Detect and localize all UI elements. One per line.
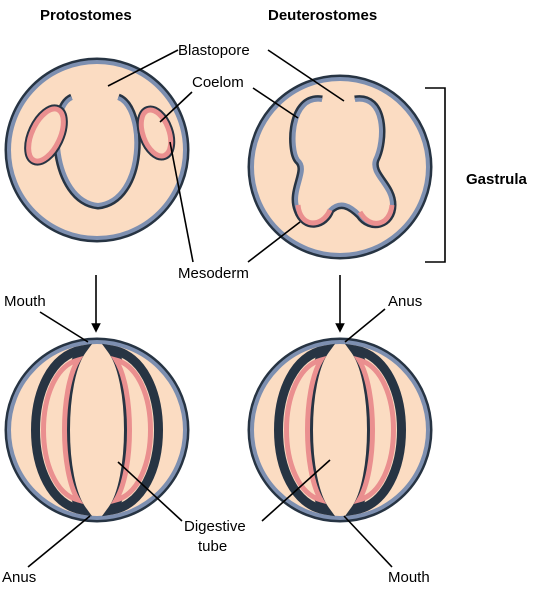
anus-label-deuterostome: Anus xyxy=(388,293,422,310)
protostome-digestive-tube xyxy=(4,337,190,523)
mesoderm-leader-right xyxy=(247,221,301,263)
digestive-tube-label-line2: tube xyxy=(198,538,227,555)
gastrula-bracket xyxy=(425,87,446,263)
mouth-leader-protostome xyxy=(39,311,89,343)
blastopore-leader-left xyxy=(107,49,179,87)
protostome-gastrula xyxy=(4,57,190,243)
mouth-label-deuterostome: Mouth xyxy=(388,569,430,586)
blastopore-leader-right xyxy=(267,49,345,102)
blastopore-label: Blastopore xyxy=(178,42,250,59)
mesoderm-label: Mesoderm xyxy=(178,265,249,282)
gastrula-label: Gastrula xyxy=(466,171,528,188)
mouth-label-protostome: Mouth xyxy=(4,293,46,310)
anus-label-protostome: Anus xyxy=(2,569,36,586)
digestive-leader-left xyxy=(117,461,183,522)
digestive-leader-right xyxy=(261,459,331,522)
deuterostome-gastrula xyxy=(247,74,433,260)
deuterostome-digestive-tube xyxy=(247,337,433,523)
anus-leader-deuterostome xyxy=(344,308,386,343)
mouth-leader-deuterostome xyxy=(343,515,393,568)
deuterostomes-heading: Deuterostomes xyxy=(268,7,377,24)
anus-leader-protostome xyxy=(27,515,91,568)
protostomes-heading: Protostomes xyxy=(40,7,132,24)
coelom-leader-right xyxy=(252,87,299,119)
digestive-tube-label-line1: Digestive xyxy=(184,518,246,535)
mesoderm-leader-left xyxy=(169,141,194,263)
coelom-label: Coelom xyxy=(192,74,244,91)
coelom-leader-left xyxy=(159,91,193,123)
